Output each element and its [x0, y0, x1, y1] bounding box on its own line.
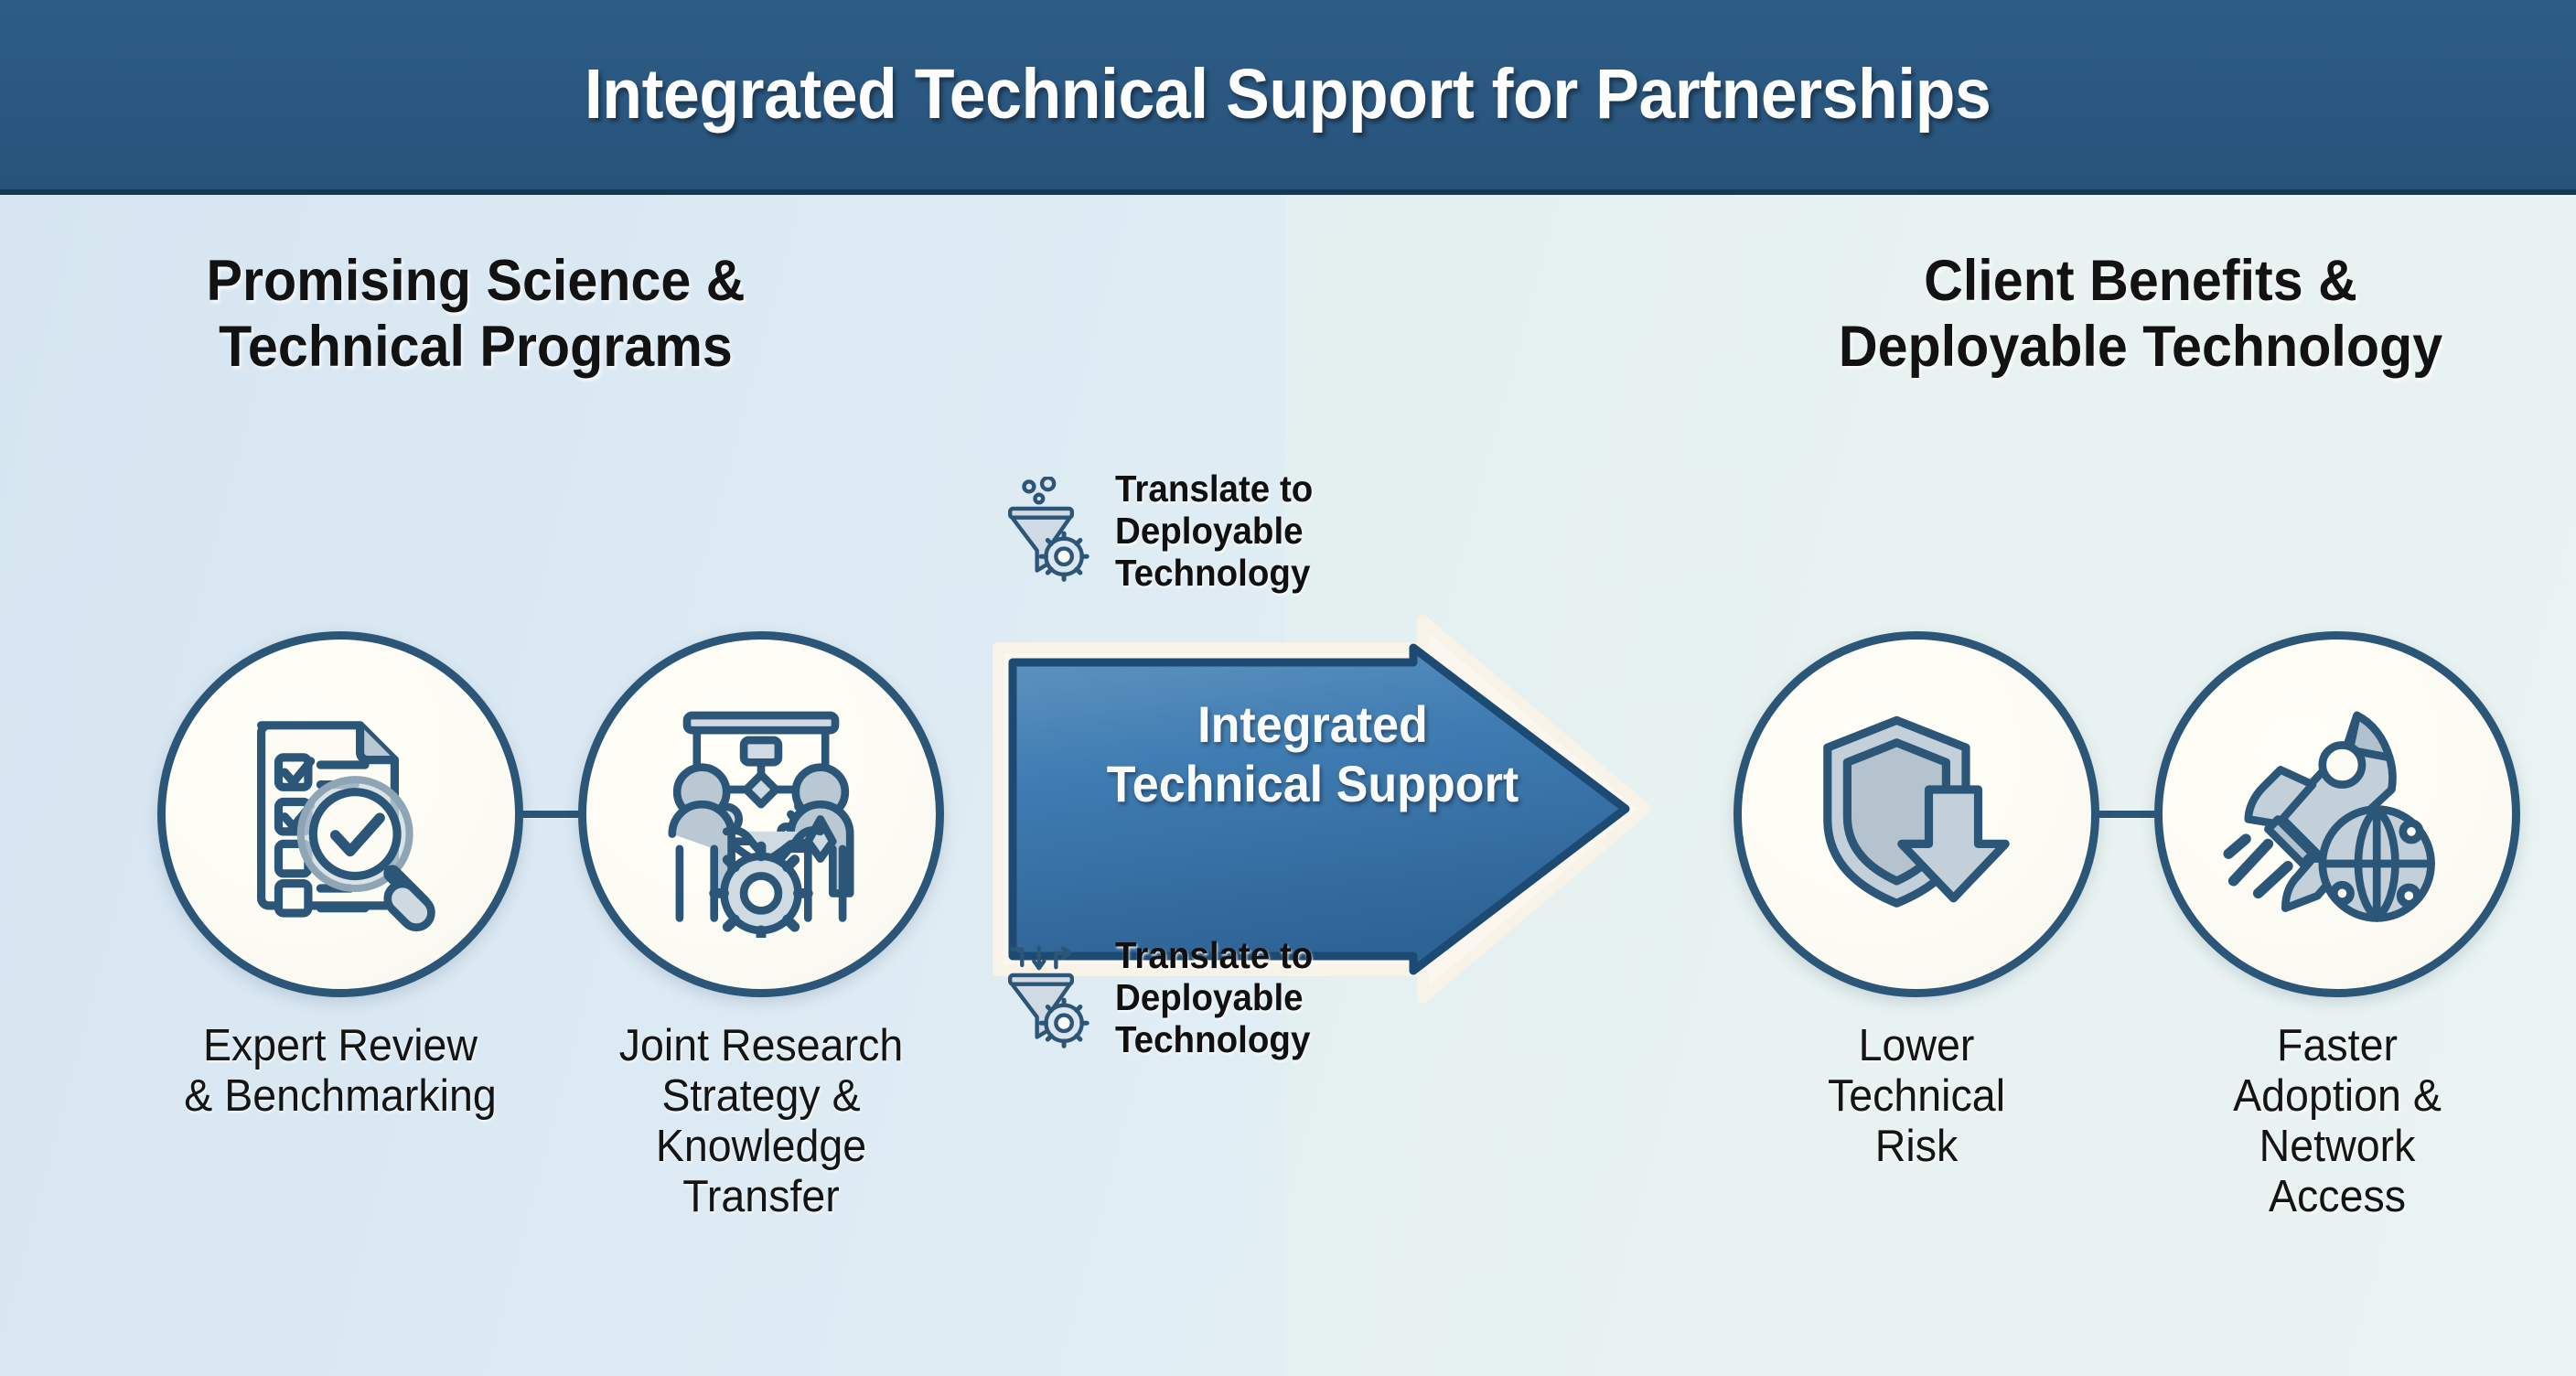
right-column-heading: Client Benefits & Deployable Technology [1838, 249, 2443, 379]
node-label: Lower Technical Risk [1827, 1021, 2006, 1171]
node-joint-research[interactable]: Joint Research Strategy & Knowledge Tran… [578, 631, 944, 1222]
node-label: Joint Research Strategy & Knowledge Tran… [618, 1021, 904, 1221]
integrated-support-arrow [993, 615, 1651, 1004]
node-expert-review[interactable]: Expert Review & Benchmarking [157, 631, 523, 1122]
funnel-arrows-gear-icon [1002, 943, 1102, 1053]
node-faster-adoption[interactable]: Faster Adoption & Network Access [2154, 631, 2520, 1222]
circle-frame [578, 631, 944, 997]
shield-down-arrow-icon [1793, 691, 2040, 938]
funnel-bubbles-gear-icon [1002, 476, 1102, 586]
connector-line-right [2088, 811, 2165, 818]
rocket-globe-icon [2214, 691, 2461, 938]
node-label: Faster Adoption & Network Access [2233, 1021, 2442, 1221]
left-column-heading: Promising Science & Technical Programs [206, 249, 746, 379]
node-lower-technical-risk[interactable]: Lower Technical Risk [1733, 631, 2099, 1172]
tag-label: Translate to Deployable Technology [1115, 468, 1314, 594]
checklist-magnifier-icon [217, 691, 464, 938]
circle-frame [2154, 631, 2520, 997]
tag-translate-top: Translate to Deployable Technology [1002, 468, 1326, 595]
tag-label: Translate to Deployable Technology [1115, 934, 1314, 1060]
page-title: Integrated Technical Support for Partner… [585, 55, 1991, 134]
connector-line-left [512, 811, 589, 818]
handshake-flowchart-gear-icon [638, 691, 885, 938]
header-banner: Integrated Technical Support for Partner… [0, 0, 2576, 195]
node-label: Expert Review & Benchmarking [184, 1021, 497, 1121]
tag-translate-bottom: Translate to Deployable Technology [1002, 934, 1326, 1061]
circle-frame [157, 631, 523, 997]
circle-frame [1733, 631, 2099, 997]
